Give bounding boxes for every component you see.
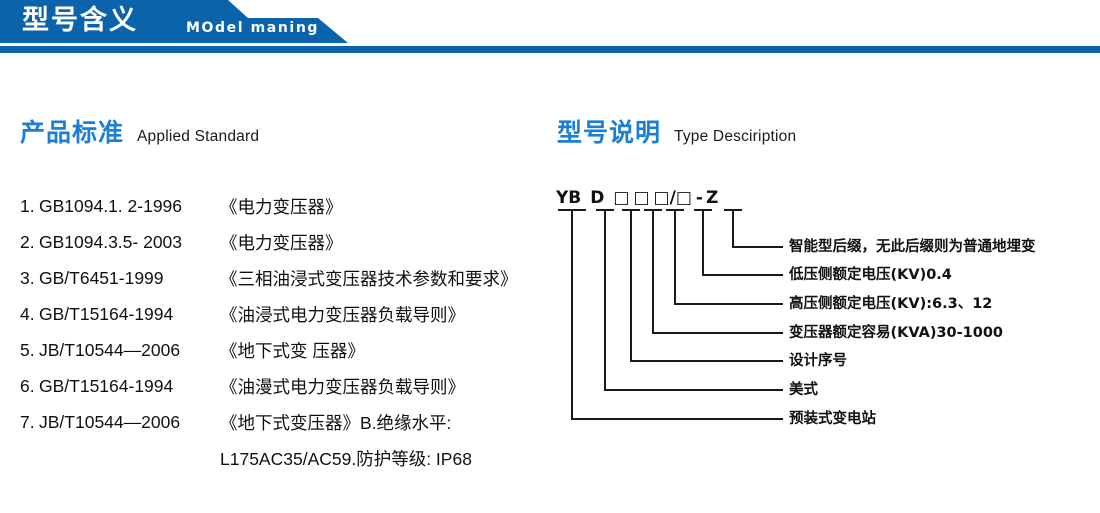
callout-label-design-no: 设计序号 (789, 353, 847, 369)
standard-code: GB1094.1. 2-1996 (39, 195, 183, 216)
standard-index: 6. (20, 375, 35, 396)
leader-line-design-no (630, 210, 783, 362)
section-heading-type-description: 型号说明 Type Desciription (557, 113, 796, 149)
code-token-slash: / (669, 188, 676, 208)
list-item: 7. JB/T10544—2006 《地下式变压器》B.绝缘水平: (20, 404, 550, 440)
callout-label-hv: 高压侧额定电压(KV):6.3、12 (789, 296, 993, 312)
code-token-yb: YB (556, 188, 582, 208)
code-token-d: D (590, 188, 605, 208)
standard-title: 《电力变压器》 (220, 196, 343, 217)
code-token-dash: - (695, 188, 703, 208)
header-title-en: MOdel maning (186, 20, 320, 36)
page-header: 型号含义 MOdel maning (0, 0, 1100, 58)
standard-code: GB/T15164-1994 (39, 303, 174, 324)
leader-line-substation (571, 210, 783, 420)
list-item: 1. GB1094.1. 2-1996 《电力变压器》 (20, 188, 550, 224)
leader-line-hv (674, 210, 783, 305)
standard-continuation-line: L175AC35/AC59.防护等级: IP68 (20, 440, 550, 476)
standard-title: 《电力变压器》 (220, 232, 343, 253)
list-item: 3. GB/T6451-1999 《三相油浸式变压器技术参数和要求》 (20, 260, 550, 296)
standard-code: GB1094.3.5- 2003 (39, 231, 183, 252)
standard-index: 5. (20, 339, 35, 360)
leader-lines-group (558, 209, 783, 420)
section-heading-left-en: Applied Standard (137, 128, 260, 145)
standard-index: 1. (20, 195, 35, 216)
leader-line-lv (702, 210, 783, 276)
code-token-box2: □ (633, 188, 650, 208)
code-token-box1: □ (613, 188, 630, 208)
header-title-cn: 型号含义 (22, 5, 138, 36)
callout-label-american: 美式 (789, 382, 818, 398)
leader-line-american (604, 210, 783, 391)
leader-line-suffix (732, 210, 752, 248)
standard-code: JB/T10544—2006 (39, 411, 181, 432)
list-item: 2. GB1094.3.5- 2003 《电力变压器》 (20, 224, 550, 260)
list-item: 5. JB/T10544—2006 《地下式变 压器》 (20, 332, 550, 368)
code-token-box3: □ (653, 188, 670, 208)
code-token-z: Z (705, 188, 719, 208)
section-heading-right-cn: 型号说明 (557, 118, 662, 147)
callout-label-substation: 预装式变电站 (789, 411, 876, 427)
list-item: 6. GB/T15164-1994 《油漫式电力变压器负载导则》 (20, 368, 550, 404)
standard-index: 4. (20, 303, 35, 324)
standard-index: 7. (20, 411, 35, 432)
leader-line-capacity (652, 210, 783, 334)
standard-title: 《油漫式电力变压器负载导则》 (220, 376, 465, 397)
standard-title: 《地下式变 压器》 (220, 340, 365, 361)
standard-title: 《油浸式电力变压器负载导则》 (220, 304, 465, 325)
callout-label-suffix: 智能型后缀，无此后缀则为普通地埋变 (789, 239, 1036, 255)
callout-label-capacity: 变压器额定容易(KVA)30-1000 (789, 325, 1004, 341)
standards-list: 1. GB1094.1. 2-1996 《电力变压器》 2. GB1094.3.… (20, 188, 550, 476)
header-rule-bar (0, 46, 1100, 53)
section-heading-right-en: Type Desciription (674, 128, 797, 145)
standard-code: JB/T10544—2006 (39, 339, 181, 360)
callout-label-lv: 低压侧额定电压(KV)0.4 (789, 267, 952, 283)
code-token-box4: □ (675, 188, 692, 208)
standard-code: GB/T6451-1999 (39, 267, 164, 288)
standard-title: 《三相油浸式变压器技术参数和要求》 (220, 268, 518, 289)
standard-index: 3. (20, 267, 35, 288)
standard-index: 2. (20, 231, 35, 252)
standard-title: 《地下式变压器》B.绝缘水平: (220, 412, 452, 433)
section-heading-applied-standard: 产品标准 Applied Standard (20, 113, 259, 149)
section-heading-left-cn: 产品标准 (20, 118, 125, 147)
list-item: 4. GB/T15164-1994 《油浸式电力变压器负载导则》 (20, 296, 550, 332)
standard-continuation-text: L175AC35/AC59.防护等级: IP68 (220, 448, 472, 469)
standard-code: GB/T15164-1994 (39, 375, 174, 396)
